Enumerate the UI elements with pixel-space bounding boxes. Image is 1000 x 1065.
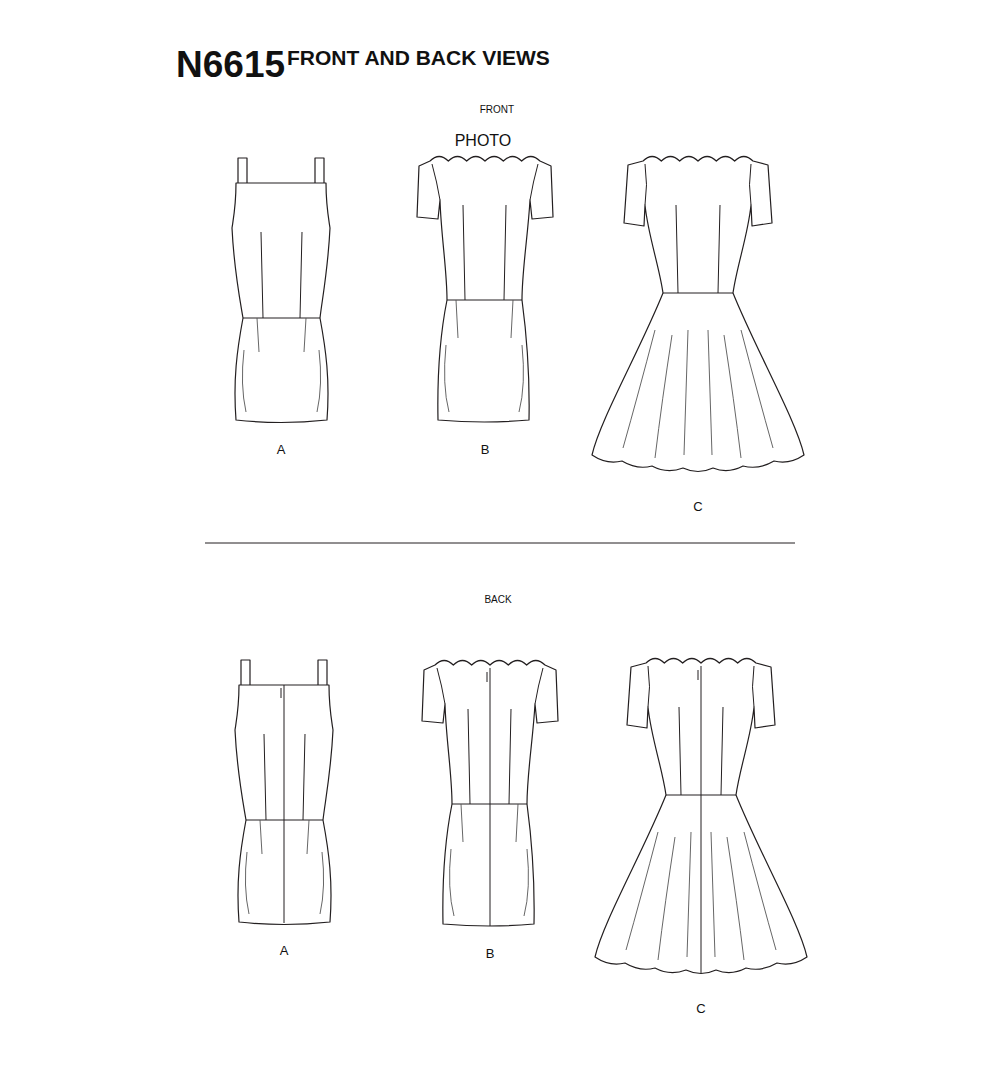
label-holder: C	[693, 497, 702, 515]
label-holder: C	[696, 999, 705, 1017]
front-views	[232, 157, 804, 472]
view-letter: B	[486, 947, 495, 960]
label-holder: B	[486, 944, 495, 962]
label-holder: FRONT	[480, 99, 514, 117]
label-holder: A	[277, 440, 286, 458]
view-letter: A	[280, 944, 289, 957]
view-heading: BACK	[484, 595, 511, 605]
title-holder: N6615	[176, 46, 285, 83]
back-view-b	[422, 661, 558, 927]
view-letter: C	[696, 1002, 705, 1015]
label-holder: PHOTO	[455, 132, 512, 150]
view-letter: A	[277, 443, 286, 456]
back-view-a	[235, 660, 333, 925]
view-letter: B	[481, 443, 490, 456]
divider-line	[205, 543, 795, 544]
view-heading: FRONT	[480, 105, 514, 115]
photo-note: PHOTO	[455, 133, 512, 149]
label-holder: B	[481, 440, 490, 458]
label-holder: BACK	[484, 589, 511, 607]
subtitle: FRONT AND BACK VIEWS	[287, 47, 550, 68]
pattern-number: N6615	[176, 46, 285, 83]
back-view-c	[595, 659, 807, 974]
label-holder: FRONT AND BACK VIEWS	[287, 47, 550, 69]
label-holder: A	[280, 941, 289, 959]
view-letter: C	[693, 500, 702, 513]
